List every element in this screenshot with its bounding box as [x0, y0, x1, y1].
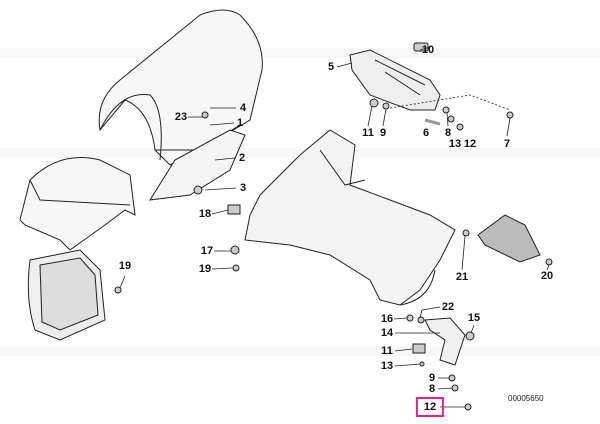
callout-21: 21: [455, 271, 469, 283]
callout-1: 1: [236, 117, 244, 129]
lower-bracket-part: [424, 317, 466, 366]
callout-2: 2: [238, 152, 246, 164]
callout-15: 15: [467, 312, 481, 324]
drawing-number: 00005650: [508, 394, 544, 403]
leader-lines: [119, 46, 550, 408]
callout-16: 16: [380, 313, 394, 325]
callout-13: 13: [380, 360, 394, 372]
callout-6: 6: [422, 127, 430, 139]
callout-17: 17: [200, 245, 214, 257]
callout-5: 5: [327, 61, 335, 73]
callout-9: 9: [379, 127, 387, 139]
callout-9: 9: [428, 372, 436, 384]
side-panel-part: [244, 129, 456, 306]
callout-14: 14: [380, 327, 394, 339]
indicator-part: [477, 214, 541, 263]
watermark-band: [0, 148, 600, 158]
callout-18: 18: [198, 208, 212, 220]
watermark-band: [0, 48, 600, 58]
watermark-band: [0, 346, 600, 356]
callout-20: 20: [540, 270, 554, 282]
callout-3: 3: [239, 182, 247, 194]
callout-12: 12: [463, 138, 477, 150]
strip-part: [424, 118, 441, 126]
callout-22: 22: [441, 301, 455, 313]
callout-10: 10: [421, 44, 435, 56]
callout-8: 8: [428, 383, 436, 395]
callout-7: 7: [503, 138, 511, 150]
headlight-part: [27, 249, 106, 341]
callout-11: 11: [381, 345, 393, 357]
callout-19: 19: [118, 260, 132, 272]
fasteners: [114, 98, 553, 411]
headlight-fairing-part: [19, 157, 136, 251]
tail-piece-part: [149, 129, 246, 201]
callout-19: 19: [198, 263, 212, 275]
callout-12-highlighted[interactable]: 12: [415, 397, 445, 417]
callout-11: 11: [362, 127, 374, 139]
callout-8: 8: [444, 127, 452, 139]
callout-4: 4: [239, 102, 247, 114]
callout-23: 23: [174, 111, 188, 123]
callout-13: 13: [448, 138, 462, 150]
